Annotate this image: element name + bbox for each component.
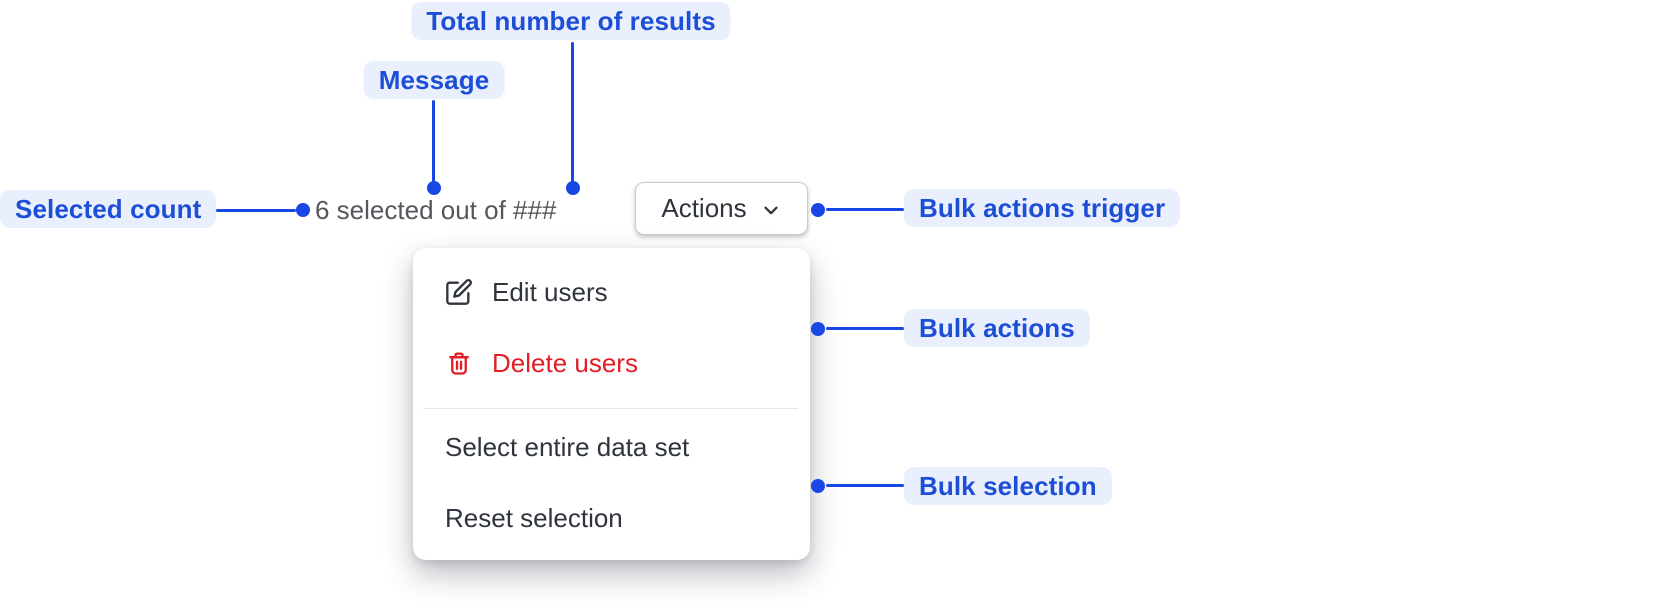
connector-line-bulk-selection	[826, 484, 904, 487]
connector-line-bulk-actions	[826, 327, 904, 330]
connector-line-selected-count	[216, 209, 296, 212]
selection-message: 6 selected out of ###	[315, 193, 556, 227]
menu-item-label: Reset selection	[445, 502, 623, 533]
connector-dot-total-results	[566, 181, 580, 195]
connector-line-bulk-actions-trigger	[826, 208, 904, 211]
connector-line-total-results	[571, 42, 574, 184]
selected-count-text: 6 selected out of ###	[315, 195, 557, 225]
connector-dot-bulk-actions	[811, 322, 825, 336]
callout-label: Message	[378, 64, 490, 95]
callout-bulk-actions-trigger: Bulk actions trigger	[904, 189, 1181, 227]
menu-item-reset-selection[interactable]: Reset selection	[445, 492, 794, 544]
connector-dot-message	[427, 181, 441, 195]
menu-item-label: Select entire data set	[445, 431, 690, 462]
callout-bulk-actions: Bulk actions	[904, 309, 1090, 347]
callout-label: Bulk actions	[919, 312, 1075, 343]
connector-dot-bulk-selection	[811, 479, 825, 493]
bulk-actions-trigger-button[interactable]: Actions	[635, 182, 808, 235]
menu-item-select-entire-data-set[interactable]: Select entire data set	[445, 421, 794, 473]
bulk-actions-menu: Edit users Delete users Select entire da…	[413, 248, 810, 560]
actions-button-label: Actions	[661, 193, 747, 223]
connector-line-message	[432, 100, 435, 184]
menu-item-label: Delete users	[492, 347, 638, 378]
connector-dot-selected-count	[296, 203, 310, 217]
trash-icon	[445, 349, 473, 377]
menu-item-delete-users[interactable]: Delete users	[445, 337, 794, 389]
menu-item-edit-users[interactable]: Edit users	[445, 266, 794, 318]
connector-dot-bulk-actions-trigger	[811, 203, 825, 217]
edit-icon	[445, 278, 473, 306]
callout-selected-count: Selected count	[0, 190, 217, 228]
callout-label: Bulk selection	[919, 470, 1097, 501]
callout-message: Message	[363, 61, 505, 99]
callout-label: Selected count	[15, 193, 202, 224]
menu-item-label: Edit users	[492, 276, 608, 307]
chevron-down-icon	[760, 199, 782, 221]
callout-bulk-selection: Bulk selection	[904, 467, 1112, 505]
callout-label: Total number of results	[426, 5, 716, 36]
callout-total-number-of-results: Total number of results	[411, 2, 731, 40]
callout-label: Bulk actions trigger	[919, 192, 1166, 223]
menu-divider	[423, 408, 798, 409]
